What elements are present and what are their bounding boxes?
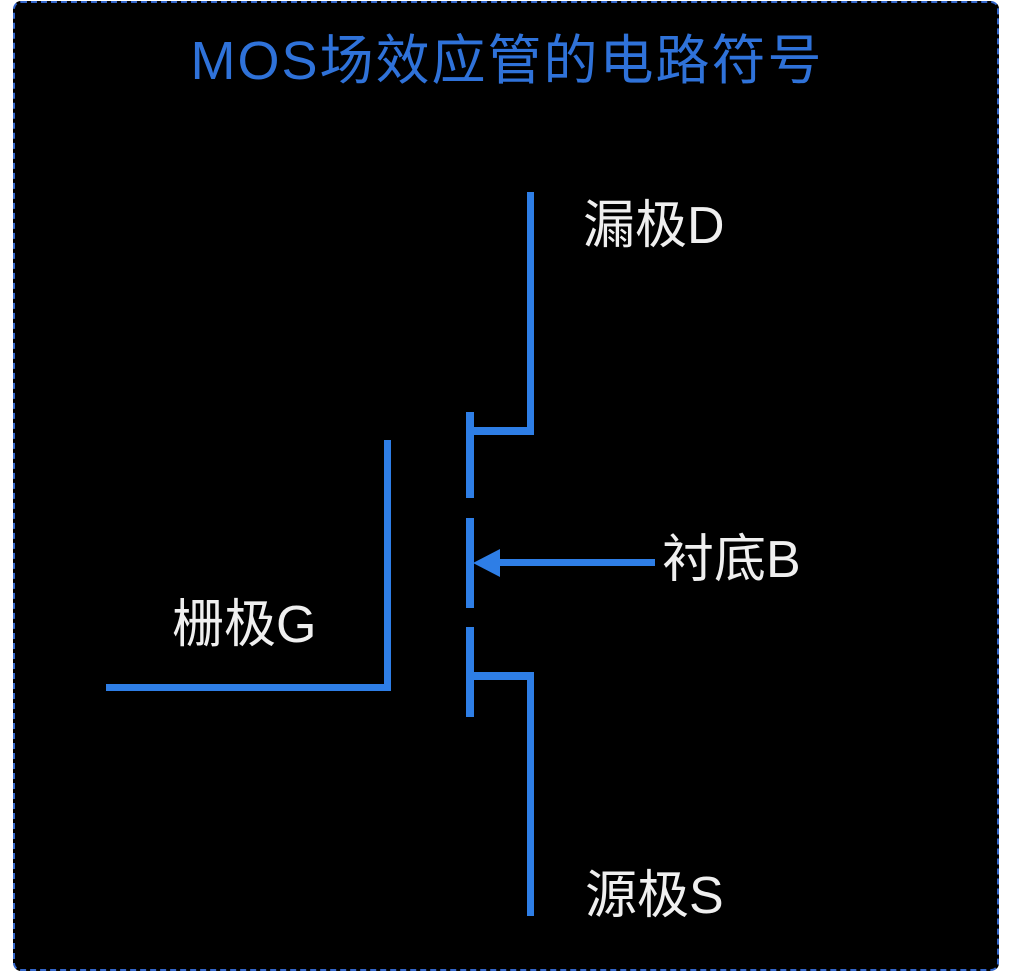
gate-label: 栅极G — [172, 596, 317, 654]
slide-canvas — [13, 1, 999, 971]
substrate-label: 衬底B — [662, 531, 801, 589]
source-label: 源极S — [585, 867, 724, 925]
diagram-title: MOS场效应管的电路符号 — [190, 31, 824, 91]
drain-label: 漏极D — [583, 197, 725, 255]
